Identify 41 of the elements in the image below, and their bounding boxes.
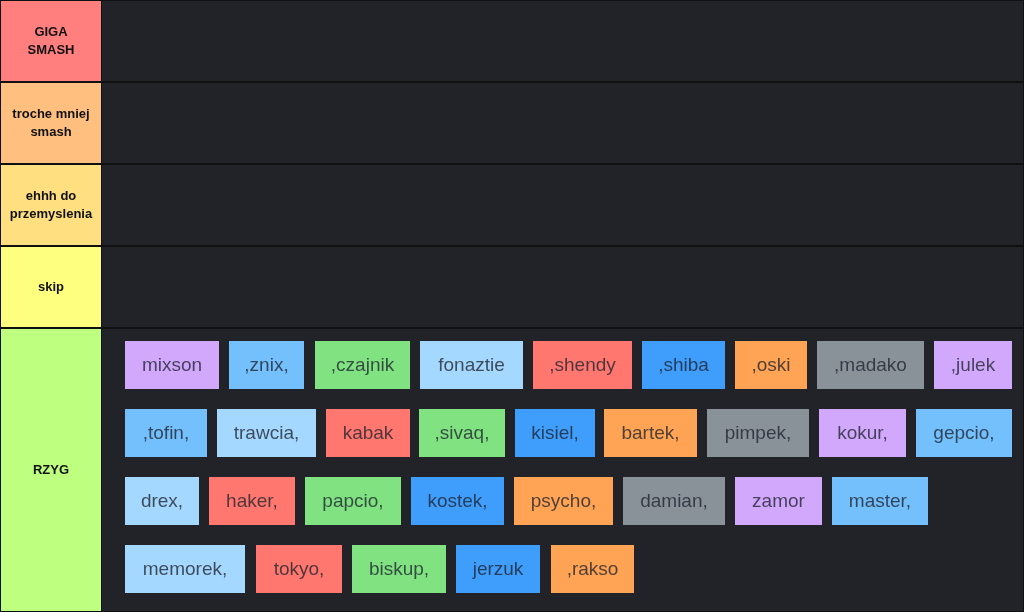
- name-tile: damian,: [623, 477, 725, 525]
- tier-row-panel: [102, 1, 1023, 81]
- name-tile: ,sivaq,: [419, 409, 505, 457]
- name-tile: trawcia,: [217, 409, 316, 457]
- name-tile: bartek,: [604, 409, 697, 457]
- name-tile: ,tofin,: [125, 409, 207, 457]
- tier-label: skip: [1, 247, 101, 327]
- tier-row-panel: [102, 83, 1023, 163]
- name-tile: ,rakso: [551, 545, 634, 593]
- tier-row-panel: [102, 247, 1023, 327]
- tier-label: RZYG: [1, 329, 101, 611]
- name-tile: mixson: [125, 341, 219, 389]
- name-tile: psycho,: [514, 477, 613, 525]
- name-tile: jerzuk: [456, 545, 540, 593]
- name-tile: master,: [832, 477, 928, 525]
- name-tile: ,madako: [817, 341, 924, 389]
- name-tile: kabak: [326, 409, 410, 457]
- name-tile: ,czajnik: [315, 341, 410, 389]
- name-tile: memorek,: [125, 545, 245, 593]
- name-tile: gepcio,: [916, 409, 1012, 457]
- name-tile: kostek,: [411, 477, 504, 525]
- name-tile: zamor: [735, 477, 822, 525]
- tier-label: GIGA SMASH: [1, 1, 101, 81]
- name-tile: pimpek,: [707, 409, 809, 457]
- name-tile: fonaztie: [420, 341, 523, 389]
- name-tile: ,shiba: [642, 341, 725, 389]
- name-tile: tokyo,: [256, 545, 342, 593]
- name-tile: ,znix,: [229, 341, 304, 389]
- tier-row-panel: [102, 329, 1023, 611]
- name-tile: drex,: [125, 477, 199, 525]
- name-tile: ,shendy: [533, 341, 632, 389]
- name-tile: biskup,: [352, 545, 446, 593]
- name-tile: haker,: [209, 477, 295, 525]
- name-tile: ,oski: [735, 341, 807, 389]
- name-tile: kokur,: [819, 409, 906, 457]
- name-tile: kisiel,: [515, 409, 595, 457]
- name-tile: papcio,: [305, 477, 401, 525]
- name-tile: ,julek: [934, 341, 1012, 389]
- tier-label: ehhh do przemyslenia: [1, 165, 101, 245]
- tier-row-panel: [102, 165, 1023, 245]
- tier-label: troche mniej smash: [1, 83, 101, 163]
